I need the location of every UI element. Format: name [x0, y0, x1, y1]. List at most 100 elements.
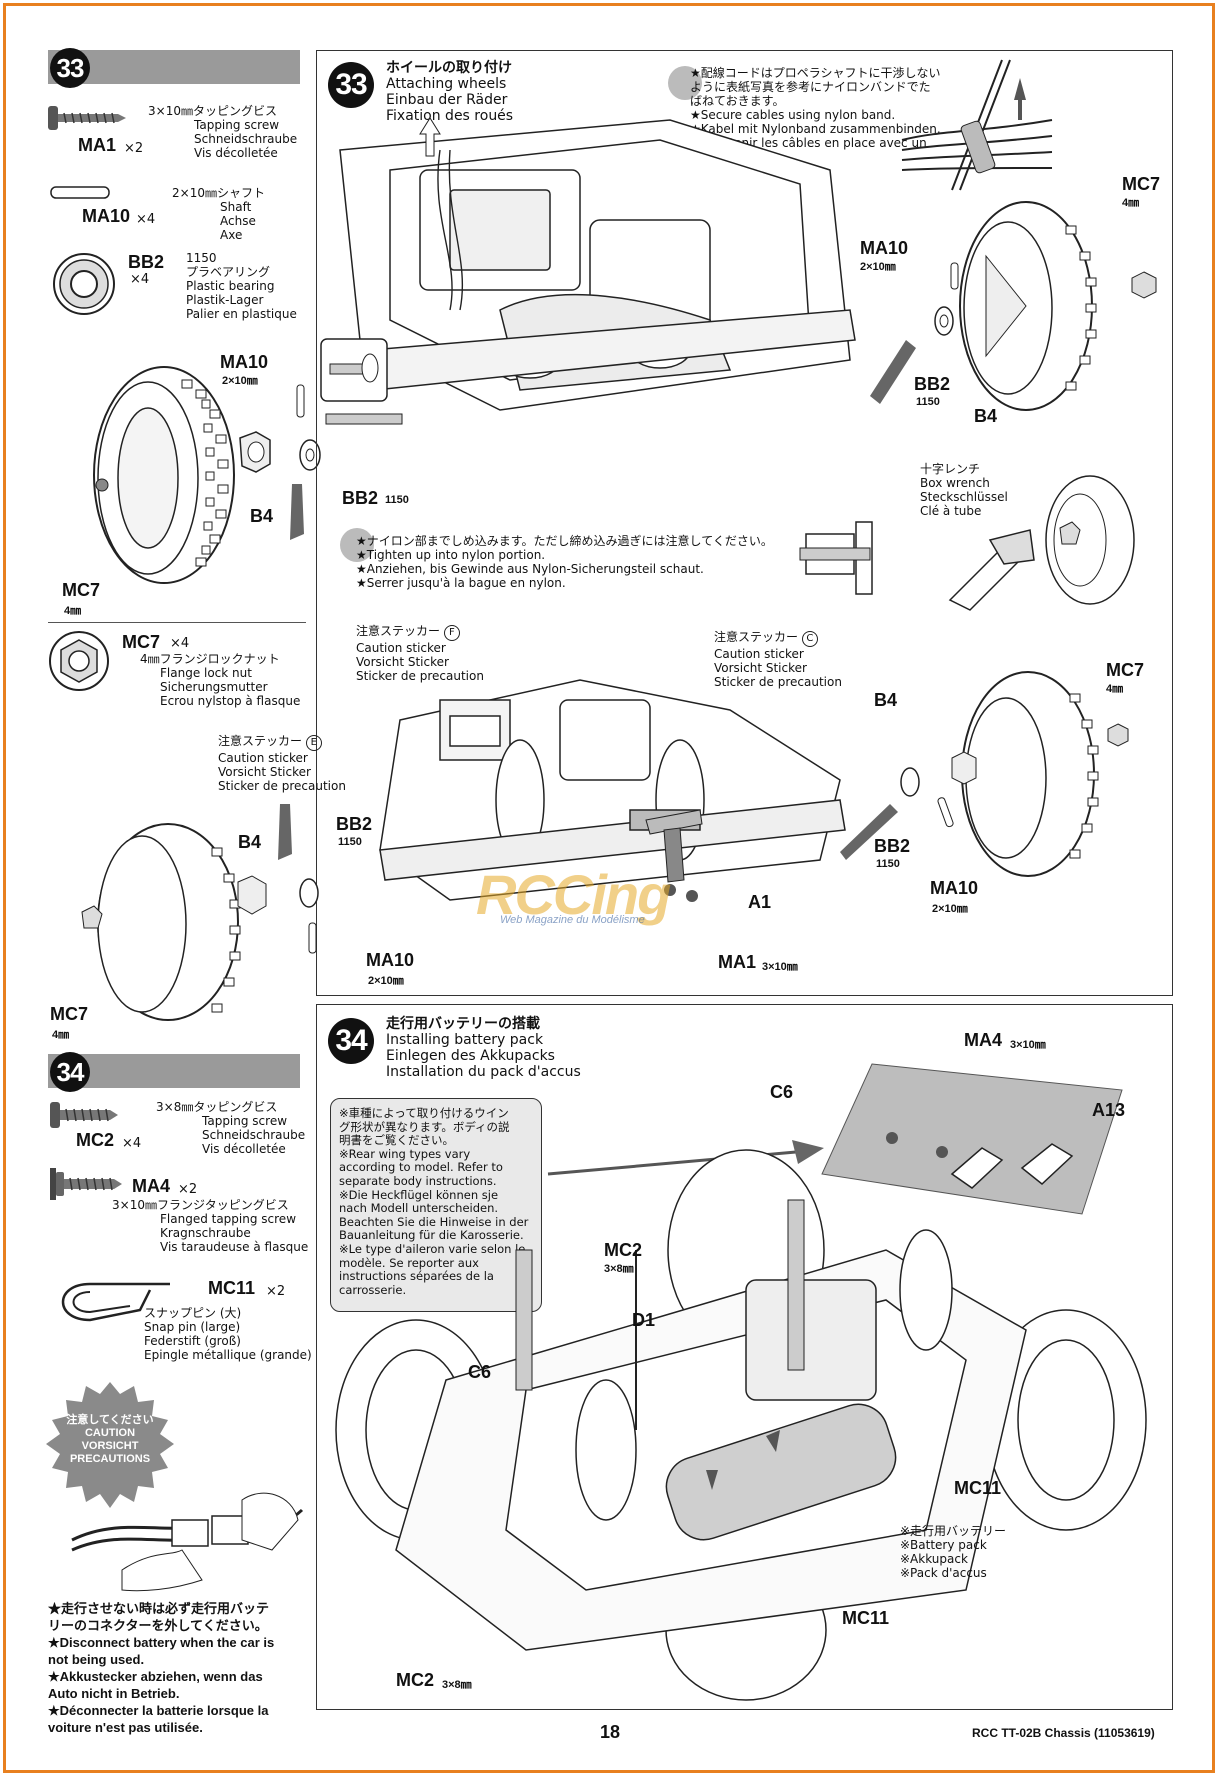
step-33-panel [316, 50, 1173, 996]
sticker-f-en: Caution sticker [356, 641, 446, 655]
cable-note-line: ように表紙写真を参考にナイロンバンドでた [690, 80, 931, 94]
wing-note-line: according to model. Refer to [339, 1160, 503, 1175]
a1-label: A1 [748, 892, 772, 912]
part-mc7-desc-jp: 4㎜フランジロックナット [140, 652, 280, 666]
disconnect-battery-note: ★走行させない時は必ず走行用バッテ リーのコネクターを外してください。 ★Dis… [48, 1600, 310, 1736]
battery-note-en: ※Battery pack [900, 1538, 987, 1552]
wing-note-line: Beachten Sie die Hinweise in der [339, 1214, 529, 1229]
ma10-label-right-mid: MA10 [930, 878, 979, 898]
part-ma1-desc-en: Tapping screw [194, 118, 280, 132]
sticker-f-de: Vorsicht Sticker [356, 655, 449, 669]
part-mc7-qty: ×4 [170, 636, 190, 651]
part-ma4-desc-fr: Vis taraudeuse à flasque [160, 1240, 309, 1254]
nylon-band-cable-illustration [901, 59, 1053, 191]
a13-label: A13 [1092, 1100, 1126, 1120]
battery-note-fr: ※Pack d'accus [900, 1566, 987, 1580]
part-ma4-desc-en: Flanged tapping screw [160, 1212, 297, 1226]
caution-badge-jp: 注意してください [66, 1414, 154, 1426]
ma1-sub: 3×10㎜ [762, 961, 798, 973]
part-ma4-id: MA4 [132, 1176, 171, 1196]
part-mc7-desc-en: Flange lock nut [160, 666, 252, 680]
a1-bumper-mount [645, 809, 703, 902]
b4-label-right-top: B4 [974, 406, 998, 426]
sticker-e-en: Caution sticker [218, 751, 308, 765]
shaft-icon [50, 186, 110, 199]
mc7-nut-icon-right-mid [1107, 723, 1129, 747]
disconnect-note-line: ★Disconnect battery when the car is [48, 1635, 275, 1650]
part-bb2-desc-num: 1150 [186, 251, 217, 265]
cable-note-line: ★配線コードはプロペラシャフトに干渉しない [690, 66, 941, 80]
mc7-nut-icon-right-top [1131, 271, 1157, 299]
part-mc7-desc-de: Sicherungsmutter [160, 680, 268, 694]
part-ma4-desc: 3×10㎜フランジタッピングビス Flanged tapping screw K… [112, 1198, 308, 1254]
sticker-e-letter: E [305, 735, 322, 751]
mc11-label-right: MC11 [954, 1478, 1002, 1498]
mc7-label-left: MC7 [62, 580, 101, 600]
mc2-label-mid: MC2 [604, 1240, 643, 1260]
chassis-top-illustration [339, 119, 856, 411]
part-mc11-desc-fr: Epingle métallique (grande) [144, 1348, 312, 1362]
ma10-shaft-icon-left-mid [308, 922, 317, 954]
ma10-shaft-icon-right-top [950, 262, 959, 290]
bb2-bearing-icon-right-top [934, 306, 954, 336]
left-tire-illustration [93, 366, 235, 584]
part-mc2-id: MC2 [76, 1130, 115, 1150]
step-33-parts-number: 33 [50, 48, 90, 88]
part-bb2-desc: 1150 プラベアリング Plastic bearing Plastik-Lag… [186, 251, 297, 321]
part-mc11-desc: スナップピン (大) Snap pin (large) Federstift (… [144, 1306, 312, 1362]
mc2-label-bottom: MC2 [396, 1670, 435, 1690]
part-bb2-desc-en: Plastic bearing [186, 279, 275, 293]
battery-note-jp: ※走行用バッテリー [900, 1524, 1007, 1538]
step-33-title-en: Attaching wheels [386, 76, 507, 92]
parts-divider [48, 622, 306, 623]
cable-note-line: ★Kabel mit Nylonband zusammenbinden. [690, 122, 941, 136]
sticker-f-jp: 注意ステッカー [356, 624, 441, 638]
grease-arrow-icon-mid-right [840, 804, 898, 860]
watermark-logo: RCCing [476, 863, 671, 926]
ma4-label: MA4 [964, 1030, 1003, 1050]
part-mc2-desc-de: Schneidschraube [202, 1128, 306, 1142]
mc7-sub-right-top: 4㎜ [1122, 197, 1140, 209]
snap-pin-icon [61, 1282, 170, 1322]
wing-note-line: instructions séparées de la [339, 1269, 494, 1284]
box-wrench-de: Steckschlüssel [920, 490, 1008, 504]
sticker-f-label: 注意ステッカー F Caution sticker Vorsicht Stick… [356, 624, 484, 683]
ma1-label: MA1 [718, 952, 757, 972]
part-ma10-desc-de: Achse [220, 214, 256, 228]
nylon-note-line: ★Tighten up into nylon portion. [356, 548, 546, 562]
step-33-title-de: Einbau der Räder [386, 92, 508, 108]
part-mc7-desc: 4㎜フランジロックナット Flange lock nut Sicherungsm… [140, 652, 300, 708]
caution-badge-de: VORSICHT [81, 1440, 139, 1452]
wing-note-line: 明書をご覧ください。 [339, 1133, 454, 1148]
page-number: 18 [600, 1722, 621, 1742]
disconnect-connector-illustration [71, 1492, 304, 1592]
left-axle-shaft [325, 413, 403, 425]
disconnect-note-line: ★Akkustecker abziehen, wenn das [48, 1669, 263, 1684]
mc7-sub-right-mid: 4㎜ [1106, 683, 1124, 695]
sticker-c-letter: C [801, 631, 818, 647]
nylon-note-line: ★ナイロン部までしめ込みます。ただし締め込み過ぎには注意してください。 [356, 534, 773, 548]
wing-note-line: ※Le type d'aileron varie selon le [339, 1241, 526, 1256]
mc7-label-right-top: MC7 [1122, 174, 1161, 194]
bb2-bearing-icon-right-mid [900, 767, 920, 797]
part-mc11-desc-jp: スナップピン (大) [144, 1306, 242, 1320]
mc11-label-bottom: MC11 [842, 1608, 890, 1628]
part-mc7-id: MC7 [122, 632, 161, 652]
bb2-label-right-mid: BB2 [874, 836, 911, 856]
part-ma1-desc-jp: 3×10㎜タッピングビス [148, 104, 277, 118]
part-ma4-desc-de: Kragnschraube [160, 1226, 251, 1240]
b4-label-left: B4 [250, 506, 274, 526]
car-battery-installation-illustration [335, 1149, 1147, 1701]
wing-note-line: Bauanleitung für die Karosserie. [339, 1228, 524, 1243]
step-33-title-fr: Fixation des roués [386, 108, 514, 124]
mc2-sub-mid: 3×8㎜ [604, 1263, 634, 1275]
bb2-sub-right-mid: 1150 [876, 858, 900, 870]
b4-label-left-mid: B4 [238, 832, 262, 852]
step-34-title-en: Installing battery pack [386, 1032, 544, 1048]
part-ma10-desc-jp: 2×10㎜シャフト [172, 186, 265, 200]
b4-hex-icon-left-mid [237, 875, 267, 915]
cable-note-line: ★Secure cables using nylon band. [690, 108, 896, 122]
part-ma1-id: MA1 [78, 135, 117, 155]
cable-note: ★配線コードはプロペラシャフトに干渉しない ように表紙写真を参考にナイロンバンド… [690, 66, 950, 164]
part-mc2-desc-fr: Vis décolletée [202, 1142, 286, 1156]
